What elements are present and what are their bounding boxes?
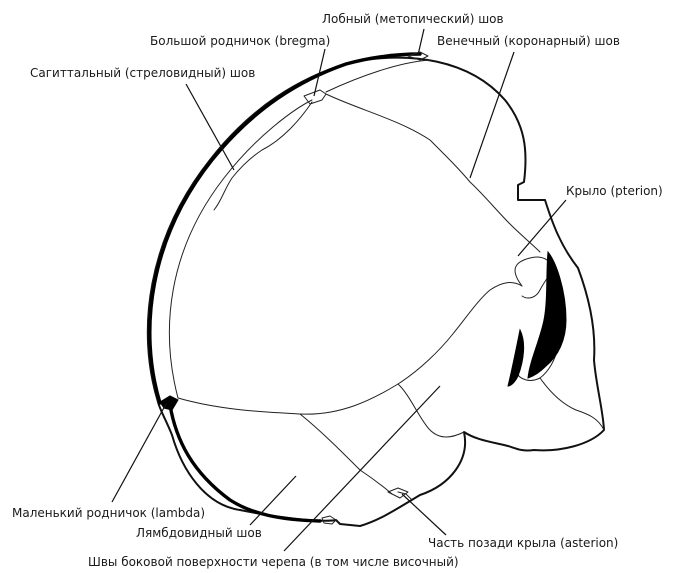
lower-suture-line: [300, 414, 392, 494]
lambda-leader: [112, 404, 166, 502]
labels: Лобный (метопический) шов Большой роднич…: [12, 12, 663, 569]
maxilla-line: [540, 378, 604, 430]
metopic-label: Лобный (метопический) шов: [322, 12, 504, 26]
coronal-label: Венечный (коронарный) шов: [437, 34, 620, 48]
metopic-leader: [418, 29, 424, 55]
coronal-leader: [470, 52, 514, 178]
leader-lines: [112, 29, 566, 551]
sagittal-leader: [186, 84, 234, 170]
bregma-label: Большой родничок (bregma): [150, 34, 330, 48]
vault-thick-edge: [150, 54, 420, 403]
sagittal-suture-line: [214, 102, 312, 210]
asterion-label: Часть позади крыла (asterion): [428, 536, 618, 550]
lambda-fontanelle-shape: [160, 396, 178, 410]
inner-vault-contour: [169, 100, 312, 398]
lambda-label: Маленький родничок (lambda): [12, 506, 205, 520]
sagittal-label: Сагиттальный (стреловидный) шов: [30, 66, 255, 80]
pterion-leader: [518, 200, 566, 256]
base-thick-edge: [170, 405, 320, 521]
orbit-shadow: [528, 252, 566, 378]
lateral-label: Швы боковой поверхности черепа (в том чи…: [88, 555, 459, 569]
temporal-suture-line: [398, 384, 464, 437]
pterion-label: Крыло (pterion): [566, 184, 663, 198]
squamous-suture-line: [178, 283, 522, 415]
lambdoid-label: Лямбдовидный шов: [136, 526, 262, 540]
skull-outline: [148, 58, 604, 526]
asterion-leader: [402, 494, 446, 535]
skull-drawing: [148, 52, 604, 526]
coronal-suture-line: [326, 94, 540, 252]
